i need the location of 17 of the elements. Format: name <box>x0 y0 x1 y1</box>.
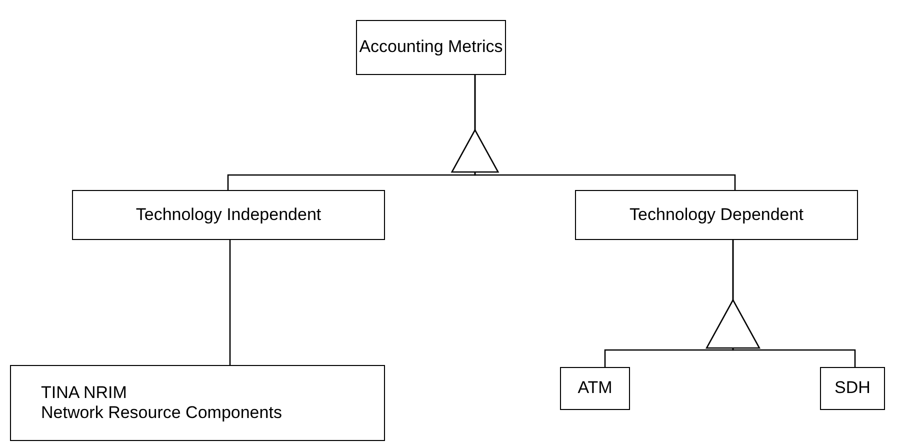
box-label: Network Resource Components <box>41 403 282 424</box>
box-label: TINA NRIM <box>41 382 127 403</box>
class-box <box>820 367 885 410</box>
box-label: Technology Independent <box>136 204 322 226</box>
box-label: ATM <box>578 378 612 399</box>
connector-line <box>229 240 231 365</box>
connector-line <box>474 75 736 190</box>
class-box <box>575 190 858 240</box>
box-label: SDH <box>834 378 870 399</box>
class-box <box>72 190 385 240</box>
box-label: Accounting Metrics <box>359 37 503 58</box>
box-label: Technology Dependent <box>630 204 804 226</box>
class-box <box>356 20 506 75</box>
class-box <box>560 367 630 410</box>
generalization-triangle <box>706 298 760 349</box>
generalization-triangle <box>450 128 500 173</box>
class-box <box>10 365 385 441</box>
